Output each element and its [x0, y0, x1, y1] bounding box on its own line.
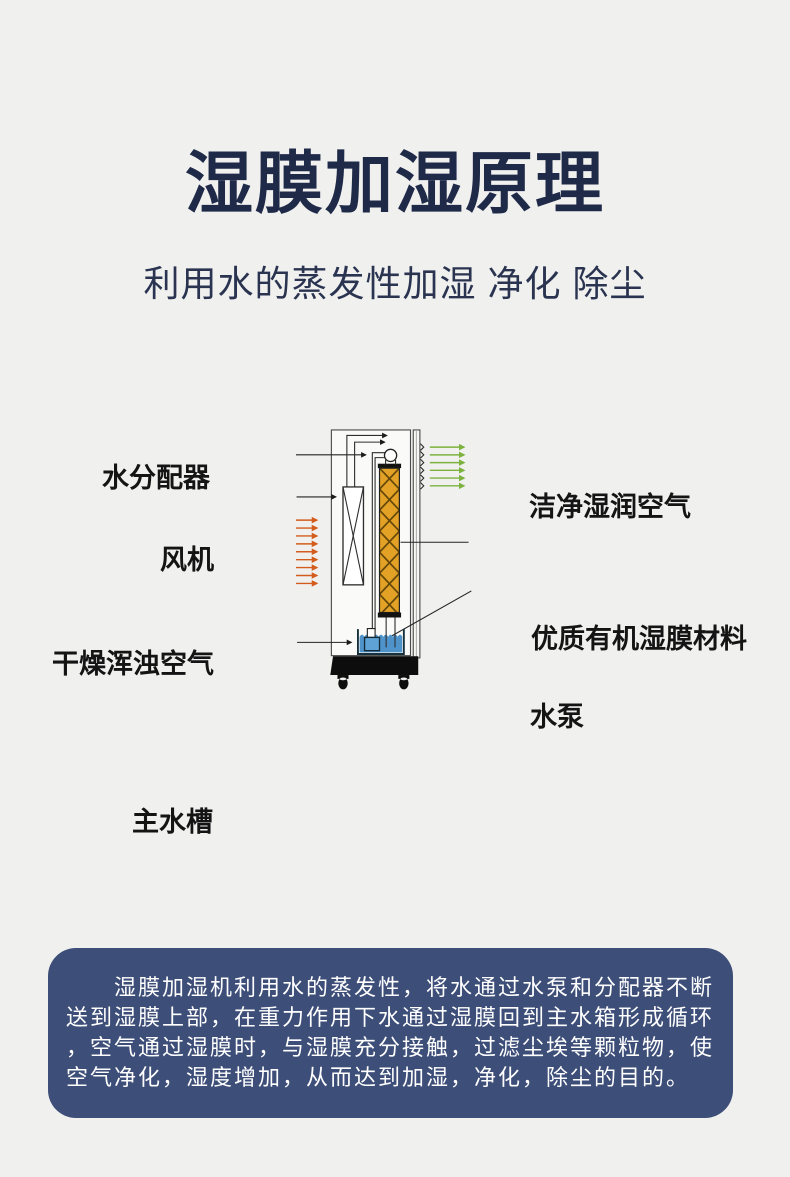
pump-outlet — [366, 628, 376, 638]
water-supply-pipe — [371, 452, 386, 631]
label-dry-air: 干燥浑浊空气 — [52, 649, 214, 679]
description-panel: 湿膜加湿机利用水的蒸发性，将水通过水泵和分配器不断 送到湿膜上部，在重力作用下水… — [48, 948, 733, 1118]
water-tank-icon — [356, 617, 405, 655]
label-water-distributor: 水分配器 — [102, 463, 210, 493]
water-pump-icon — [363, 636, 381, 652]
water-distributor-icon — [383, 448, 398, 465]
label-main-tank: 主水槽 — [132, 807, 213, 837]
louver-icons — [420, 443, 425, 490]
clean-air-outlet-arrows — [429, 443, 466, 490]
caster-wheel-left — [337, 675, 349, 690]
page-title: 湿膜加湿原理 — [184, 146, 605, 222]
page-subtitle: 利用水的蒸发性加湿 净化 除尘 — [143, 263, 647, 304]
machine-base — [330, 656, 419, 690]
fan-icon — [342, 432, 388, 586]
label-fan: 风机 — [160, 545, 214, 575]
caster-wheel-right — [398, 675, 410, 690]
humidifier-principle-diagram — [0, 420, 790, 940]
label-clean-air: 洁净湿润空气 — [529, 492, 691, 522]
wet-film-column-icon — [377, 463, 402, 618]
dry-air-inlet-arrows — [295, 516, 319, 587]
humidifier-diagram-graphic — [295, 429, 472, 690]
label-wet-film-material: 优质有机湿膜材料 — [531, 624, 747, 654]
description-text: 湿膜加湿机利用水的蒸发性，将水通过水泵和分配器不断 送到湿膜上部，在重力作用下水… — [66, 975, 715, 1090]
label-water-pump: 水泵 — [530, 702, 584, 732]
